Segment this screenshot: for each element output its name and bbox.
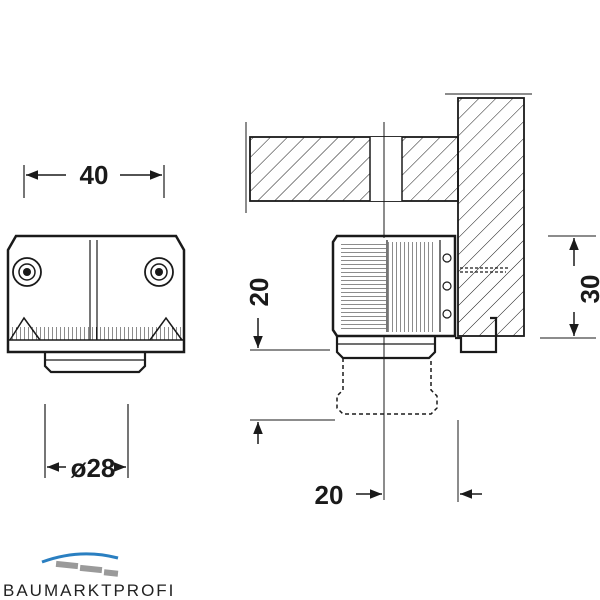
screw-hole-left-icon — [12, 257, 42, 287]
dimension-height-20: 20 — [244, 278, 335, 444]
side-section-view: 20 30 20 — [244, 93, 600, 510]
logo-text: BAUMARKTPROFI — [3, 581, 175, 600]
baumarktprofi-logo: BAUMARKTPROFI — [3, 552, 175, 600]
vertical-panel — [445, 93, 532, 337]
dimension-offset-20: 20 — [315, 420, 482, 510]
screw-hole-right-icon — [144, 257, 174, 287]
dimension-height-30: 30 — [540, 235, 600, 339]
leveller-front-body — [6, 234, 186, 374]
dimension-label-20-vertical: 20 — [244, 278, 274, 307]
leveller-side-body — [331, 234, 510, 415]
front-view: 40 — [6, 160, 186, 483]
dimension-label-20-horizontal: 20 — [315, 480, 344, 510]
horizontal-panel — [245, 122, 459, 213]
dimension-diameter-28: ø28 — [44, 404, 129, 483]
dimension-label-30: 30 — [575, 275, 600, 304]
dimension-width-40: 40 — [23, 160, 165, 198]
dimension-label-40: 40 — [80, 160, 109, 190]
dimension-label-diameter: ø28 — [71, 453, 116, 483]
